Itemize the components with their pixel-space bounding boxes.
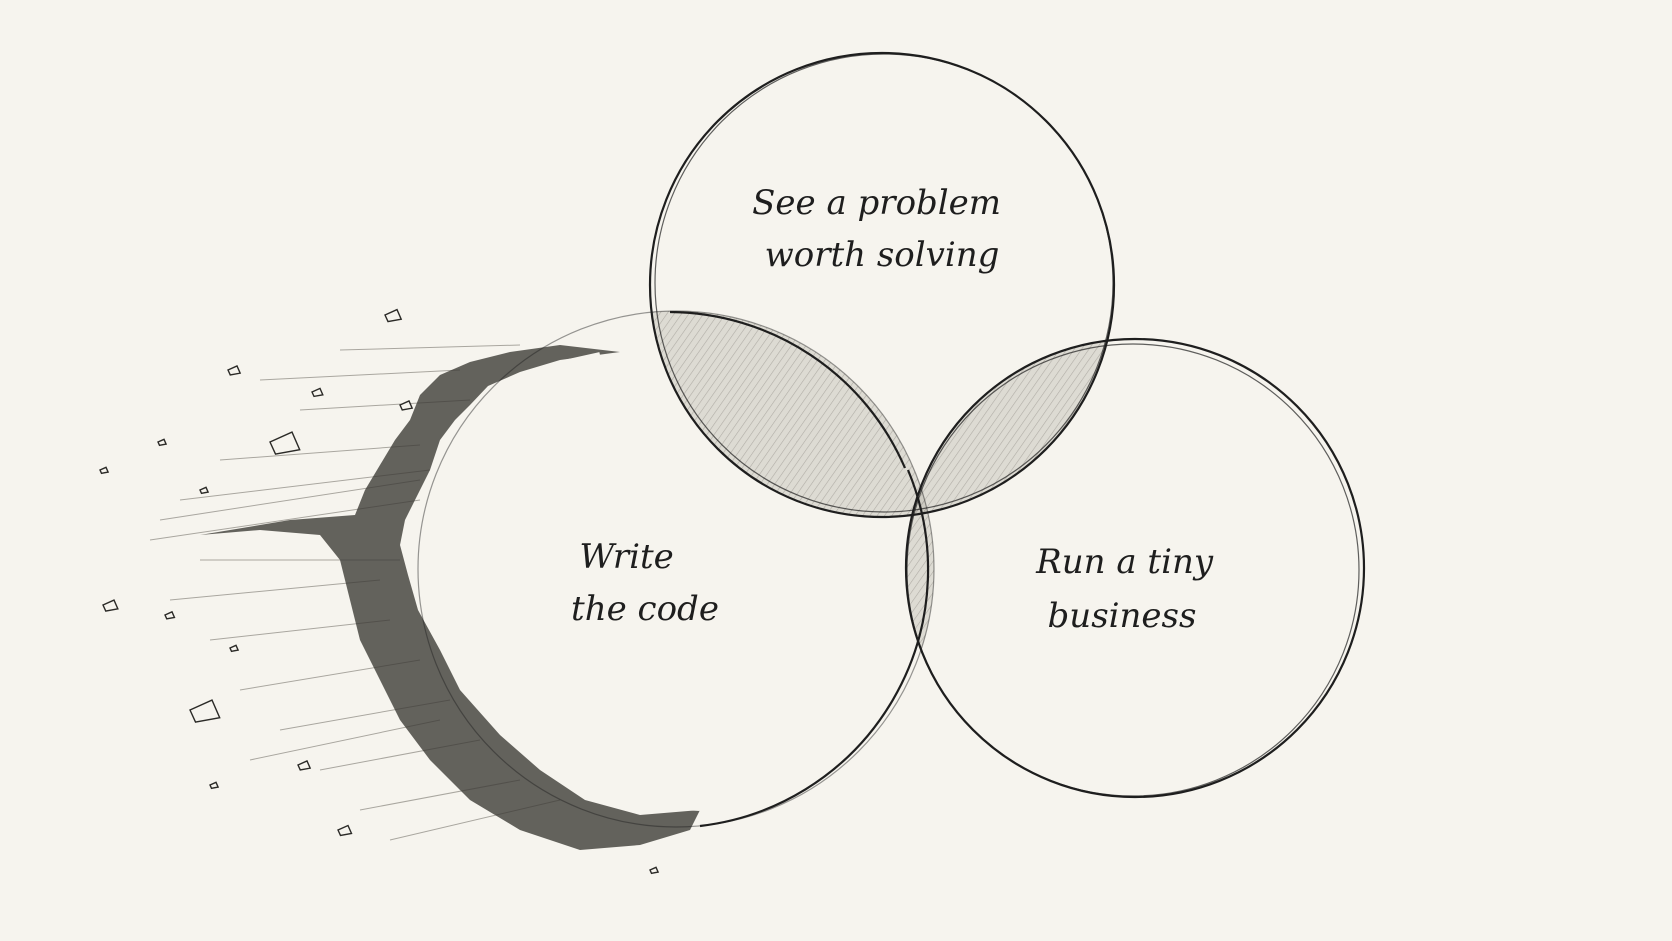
paper-flake [269,431,301,455]
torn-paper-effect [99,308,701,875]
paper-flake [649,866,660,875]
label-code: Write the code [571,537,719,629]
circle-code [417,310,935,828]
paper-flake [199,486,210,495]
paper-flake [189,699,221,723]
label-business: Run a tiny business [1035,542,1224,636]
torn-edge-shadow [200,345,700,850]
paper-flake [102,599,119,612]
paper-flake [384,308,403,323]
paper-flake [164,610,176,620]
speed-line [339,344,521,351]
paper-flake [209,781,220,790]
overlap-shading [650,311,1114,797]
speed-line [259,369,461,381]
speed-line [169,579,381,601]
paper-flake [157,438,168,447]
paper-flake [311,387,324,398]
speed-line [219,444,421,461]
paper-flake [337,824,353,837]
paper-flake [399,400,414,411]
torn-edge-highlight [408,352,701,811]
circle-business [904,337,1366,799]
circle-problem [648,51,1116,519]
paper-flake [297,760,312,771]
paper-flake [227,365,242,376]
paper-flake [229,644,240,653]
paper-flake [99,466,110,475]
label-problem: See a problem worth solving [752,183,1012,275]
